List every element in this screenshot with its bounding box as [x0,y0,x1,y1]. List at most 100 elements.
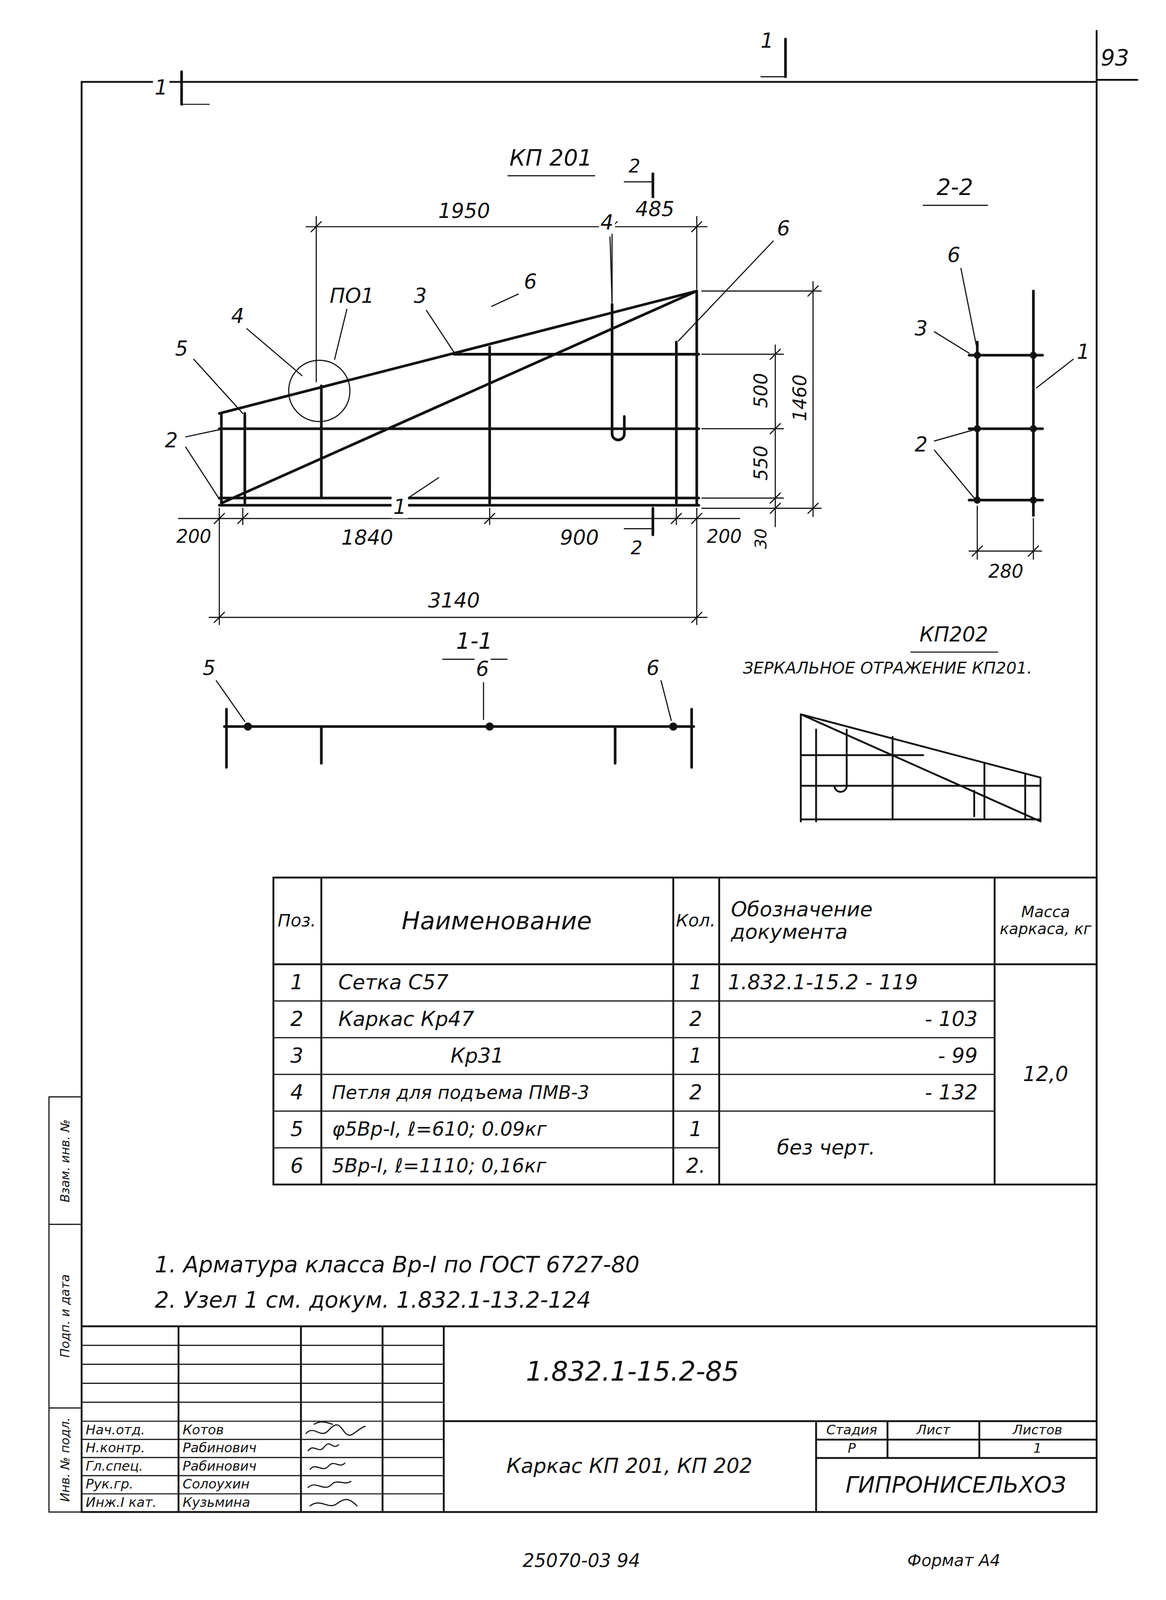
view-heading: ЗЕРКАЛЬНОЕ ОТРАЖЕНИЕ КП201. [741,659,1034,678]
spec-table-rows [273,1000,995,1148]
leader-lines [185,236,774,499]
title-block-text: Рабинович [181,1440,258,1456]
table-cell: Петля для подъема ПМВ-3 [330,1082,591,1103]
note-text: 2. Узел 1 см. докум. 1.832.1-13.2-124 [152,1288,593,1314]
mirror-sketch [800,714,1041,822]
dimension-text: 1460 [789,373,810,423]
signature-scribbles [306,1422,366,1507]
callout-number: 5 [200,657,218,680]
dimension-text: 1950 [436,200,492,223]
callout-number: 3 [913,317,930,340]
table-cell: Сетка С57 [336,970,451,994]
title-block-text: Рук.гр. [84,1477,135,1492]
table-cell: 1 [687,1118,704,1141]
callout-number: 2 [629,537,644,558]
table-cell: 2 [687,1007,704,1031]
title-block-text: Нач.отд. [84,1422,147,1438]
table-cell: 6 [288,1154,305,1178]
table-cell: Кол. [674,911,717,932]
callout-number: 2 [913,433,930,457]
table-cell: Поз. [276,911,318,932]
view-heading: 2-2 [934,175,976,201]
title-block-text: 1.832.1-15.2-85 [523,1357,742,1387]
callout-number: 3 [412,284,429,307]
callout-number: 6 [522,270,539,293]
dimension-text: 3140 [426,589,482,613]
title-block-text: 1 [1032,1441,1043,1457]
table-cell: - 103 [923,1007,980,1031]
title-block-text: Лист [915,1422,952,1438]
stamp-strip [49,1096,82,1512]
callout-number: 2 [627,156,642,177]
table-cell: 5Вр-I, ℓ=1110; 0,16кг [330,1155,548,1177]
title-block-text: Гл.спец. [84,1459,145,1474]
stamp-text: Взам. инв. № [58,1118,73,1204]
dimension-text: 200 [705,526,744,547]
section-marks [181,39,786,535]
title-block-text: Инж.I кат. [84,1495,158,1511]
callout-number: 4 [598,211,615,234]
callout-number: 2 [163,429,180,452]
table-cell: 1.832.1-15.2 - 119 [726,970,920,994]
stamp-text: Подп. и дата [58,1273,73,1359]
title-block-text: Н.контр. [84,1440,147,1456]
title-block-text: Формат А4 [906,1551,1002,1570]
title-block-grid [81,1326,1097,1513]
dimension-text: 900 [558,526,601,549]
table-cell: 1 [687,1044,704,1067]
table-cell: 12,0 [1021,1062,1071,1086]
rebar-dot [1029,425,1038,433]
title-block-rows [81,1345,444,1495]
section-arrows [181,76,786,529]
callout-number: 1 [1075,340,1092,364]
page-number: 93 [1099,45,1132,71]
section-1-1 [224,709,694,768]
table-cell: - 99 [936,1044,980,1067]
table-cell: 2. [684,1154,708,1178]
table-cell: 2 [687,1081,704,1104]
dimension-text: 280 [987,561,1026,582]
title-block-text: Рабинович [181,1459,258,1474]
callout-number: 6 [644,657,661,680]
leader-lines [216,680,672,722]
title-block-text: Р [846,1441,857,1457]
dimension-text: 200 [174,526,213,547]
title-block-text: Солоухин [181,1477,251,1492]
table-cell: 1 [288,970,305,994]
table-cell: 3 [288,1044,305,1067]
callout-number: 1 [153,76,170,100]
dimension-text: 500 [750,371,771,410]
callout-number: 6 [775,217,792,240]
note-text: 1. Арматура класса Вр-I по ГОСТ 6727-80 [152,1252,642,1278]
detail-circle [288,360,350,422]
view-heading: 1-1 [454,629,495,654]
dimension-lines [178,216,822,625]
view-heading: КП 201 [507,145,594,171]
title-block-text: Кузьмина [181,1495,252,1511]
spec-table-grid [273,877,1097,1185]
table-cell: 4 [288,1081,305,1104]
title-block-text: Котов [181,1422,225,1438]
table-cell: φ5Вр-I, ℓ=610; 0.09кг [330,1118,548,1140]
callout-number: 4 [229,305,246,328]
sheet-frame [81,30,1138,1512]
rebar-dot [1029,351,1038,359]
table-cell: без черт. [775,1136,877,1160]
table-cell: - 132 [923,1081,980,1104]
callout-number: 5 [173,337,190,361]
callout-number: 1 [758,29,776,52]
callout-number: 6 [474,658,491,681]
title-block-text: Каркас КП 201, КП 202 [504,1454,754,1478]
title-block-text: Листов [1011,1422,1064,1438]
dimension-text: 1840 [339,526,395,549]
dimension-text: 550 [750,444,771,483]
table-cell: Масса каркаса, кг [997,904,1094,938]
table-cell: 1 [687,970,704,994]
title-block-text: Стадия [825,1422,879,1438]
table-cell: Обозначение документа [729,898,988,944]
rebar-dot [973,351,982,359]
rebar-cage [219,290,699,506]
dimension-text: 30 [752,526,770,551]
rebar-dot [973,496,982,504]
view-heading: КП202 [917,623,990,646]
